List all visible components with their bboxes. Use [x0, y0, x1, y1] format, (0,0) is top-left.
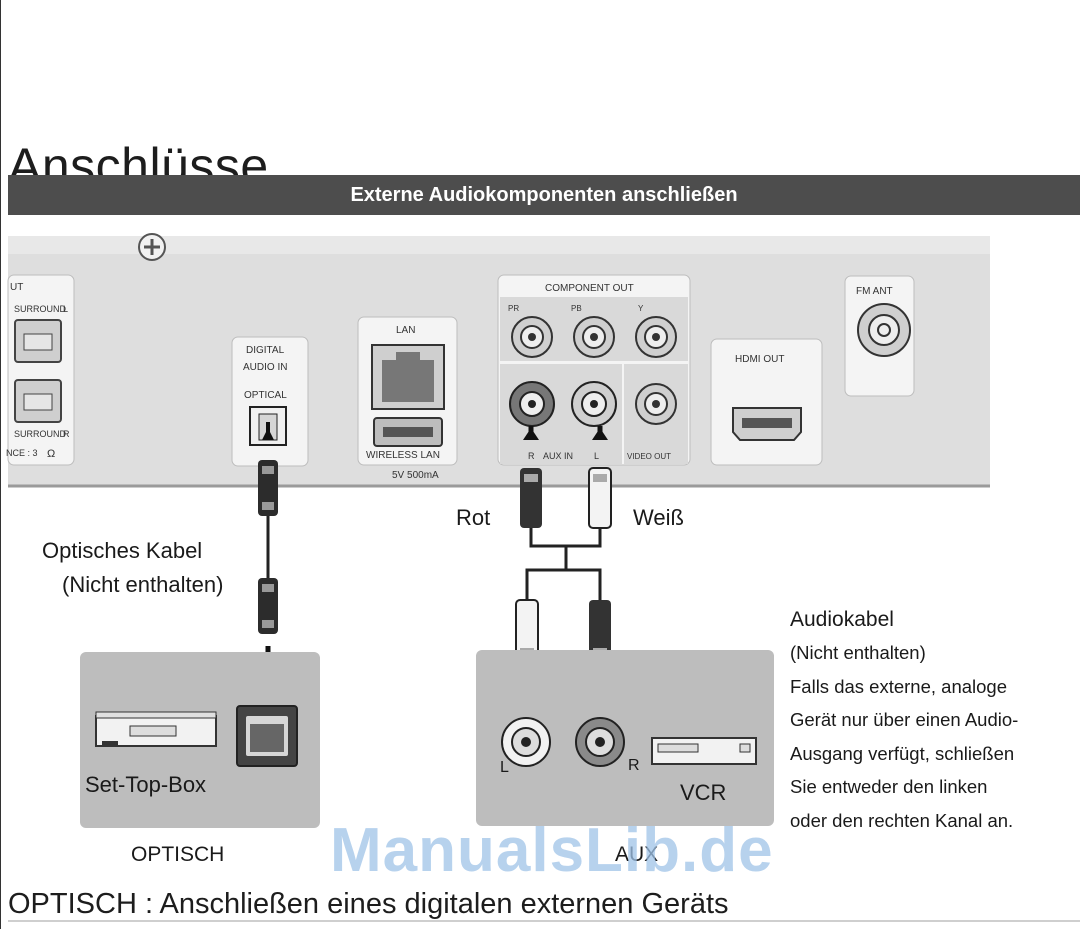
set-top-box-label: Set-Top-Box	[85, 772, 207, 797]
audio-cable	[515, 426, 612, 708]
screw-icon	[138, 233, 166, 261]
impedance-label: NCE : 3	[6, 448, 38, 458]
aux-in-l-jack	[571, 381, 617, 427]
connection-diagram: UT SURROUND L SURROUND R NCE : 3 Ω DIGIT…	[6, 233, 990, 828]
svg-text:L: L	[594, 451, 599, 461]
aux-in-r-jack	[509, 381, 555, 427]
fm-ant-block: FM ANT	[844, 275, 915, 397]
note-line: Falls das externe, analoge	[790, 675, 1007, 697]
section-banner: Externe Audiokomponenten anschließen	[8, 175, 1080, 215]
lan-block: LAN WIRELESS LAN 5V 500mA	[357, 316, 458, 481]
video-out-jack	[635, 383, 677, 425]
white-label: Weiß	[633, 505, 684, 530]
red-plug-bottom	[589, 600, 611, 662]
set-top-box-device	[80, 652, 320, 828]
optical-cable-note: (Nicht enthalten)	[62, 572, 224, 597]
component-aux-block: COMPONENT OUT PR PB Y R AUX IN L VIDEO O…	[497, 274, 691, 466]
note-line: Sie entweder den linken	[790, 776, 988, 797]
jack-r-icon	[575, 717, 625, 767]
svg-text:AUDIO IN: AUDIO IN	[243, 362, 287, 373]
svg-text:HDMI OUT: HDMI OUT	[735, 354, 784, 365]
svg-text:LAN: LAN	[396, 325, 415, 336]
aux-caption: AUX	[615, 843, 659, 866]
jack-l-label: L	[500, 759, 509, 776]
panel-left-partial-label: UT	[10, 282, 23, 293]
note-line: oder den rechten Kanal an.	[790, 809, 1014, 831]
speaker-terminal-block: UT SURROUND L SURROUND R NCE : 3 Ω	[6, 274, 75, 466]
section-heading: OPTISCH : Anschließen eines digitalen ex…	[8, 888, 729, 920]
audio-cable-note: (Nicht enthalten) Falls das externe, ana…	[790, 636, 1080, 837]
component-pb-jack	[573, 316, 615, 358]
optical-port-label: OPTICAL	[244, 390, 287, 401]
svg-text:PB: PB	[571, 304, 582, 313]
svg-text:DIGITAL: DIGITAL	[246, 345, 285, 356]
vcr-label: VCR	[680, 780, 727, 805]
note-line: (Nicht enthalten)	[790, 642, 926, 663]
svg-text:VIDEO OUT: VIDEO OUT	[627, 452, 671, 461]
page-left-border	[0, 0, 1, 929]
section-banner-label: Externe Audiokomponenten anschließen	[350, 183, 738, 206]
svg-text:FM ANT: FM ANT	[856, 286, 893, 297]
optical-cable	[258, 422, 278, 690]
vcr-icon	[651, 737, 757, 765]
component-y-jack	[635, 316, 677, 358]
optical-cable-label: Optisches Kabel	[42, 538, 203, 563]
svg-text:R: R	[63, 429, 70, 439]
hdmi-out-block: HDMI OUT	[710, 338, 823, 466]
component-pr-jack	[511, 316, 553, 358]
jack-r-label: R	[628, 757, 640, 774]
surround-bottom-label: SURROUND	[14, 429, 67, 439]
section-divider	[8, 920, 1080, 922]
svg-text:R: R	[528, 451, 535, 461]
svg-text:WIRELESS LAN: WIRELESS LAN	[366, 450, 440, 461]
red-plug-top	[520, 468, 542, 528]
svg-text:5V 500mA: 5V 500mA	[392, 470, 439, 481]
jack-l-icon	[501, 717, 551, 767]
note-line: Gerät nur über einen Audio-	[790, 709, 1019, 730]
red-label: Rot	[456, 505, 491, 530]
surround-top-label: SURROUND	[14, 304, 67, 314]
watermark: ManualsLib.de	[330, 816, 774, 885]
svg-text:AUX IN: AUX IN	[543, 451, 573, 461]
svg-text:Y: Y	[638, 304, 644, 313]
svg-text:COMPONENT OUT: COMPONENT OUT	[545, 283, 634, 294]
svg-text:Ω: Ω	[47, 448, 55, 460]
svg-text:L: L	[63, 304, 68, 314]
note-line: Ausgang verfügt, schließen	[790, 742, 1015, 764]
vcr-device	[476, 650, 774, 826]
audio-cable-note-title: Audiokabel	[790, 608, 894, 631]
digital-audio-in-block: DIGITAL AUDIO IN OPTICAL	[231, 336, 309, 467]
svg-text:PR: PR	[508, 304, 519, 313]
optical-caption: OPTISCH	[131, 843, 225, 866]
